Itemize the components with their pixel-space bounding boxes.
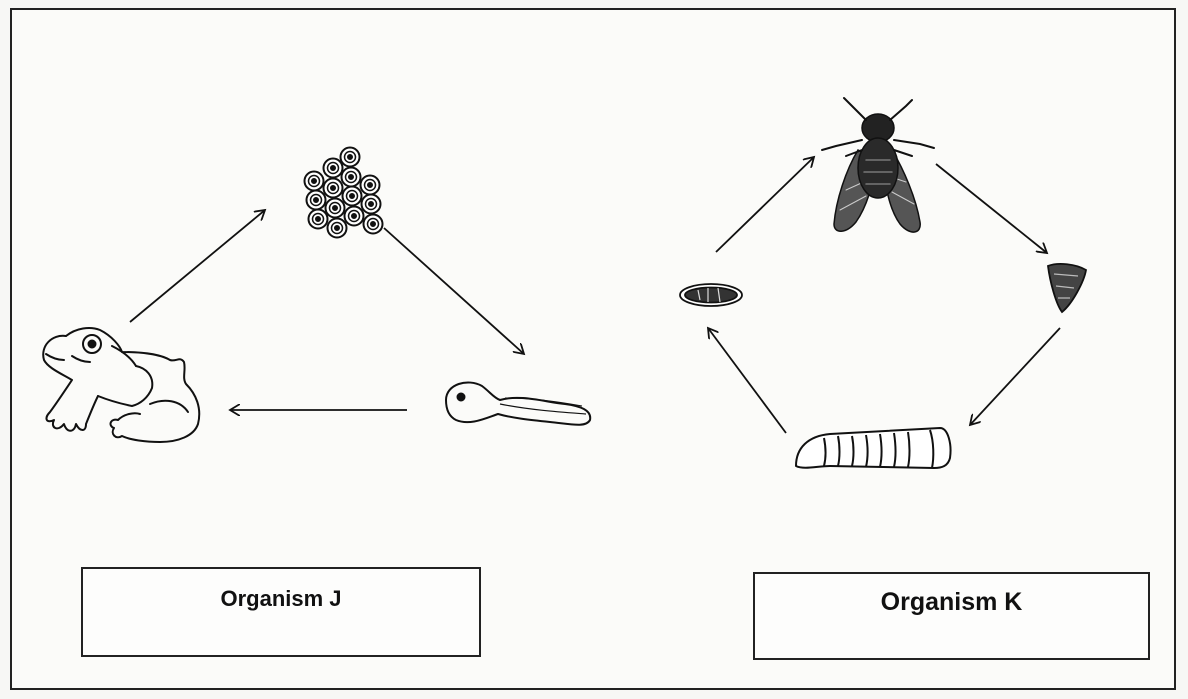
tadpole-icon: [446, 382, 590, 424]
organism-j-label-box: Organism J: [81, 567, 481, 657]
fly-egg-icon: [680, 284, 742, 306]
organism-j-cycle-arrows: [130, 210, 524, 410]
adult-frog-icon: [43, 328, 199, 442]
organism-k-label: Organism K: [755, 588, 1148, 617]
organism-j-label: Organism J: [83, 586, 479, 612]
organism-k-cycle-arrows: [708, 157, 1060, 433]
frog-egg-cluster-icon: [305, 148, 383, 238]
larva-icon: [796, 428, 951, 468]
adult-fly-icon: [822, 98, 934, 232]
organism-k-label-box: Organism K: [753, 572, 1150, 660]
pupa-icon: [1048, 264, 1086, 312]
